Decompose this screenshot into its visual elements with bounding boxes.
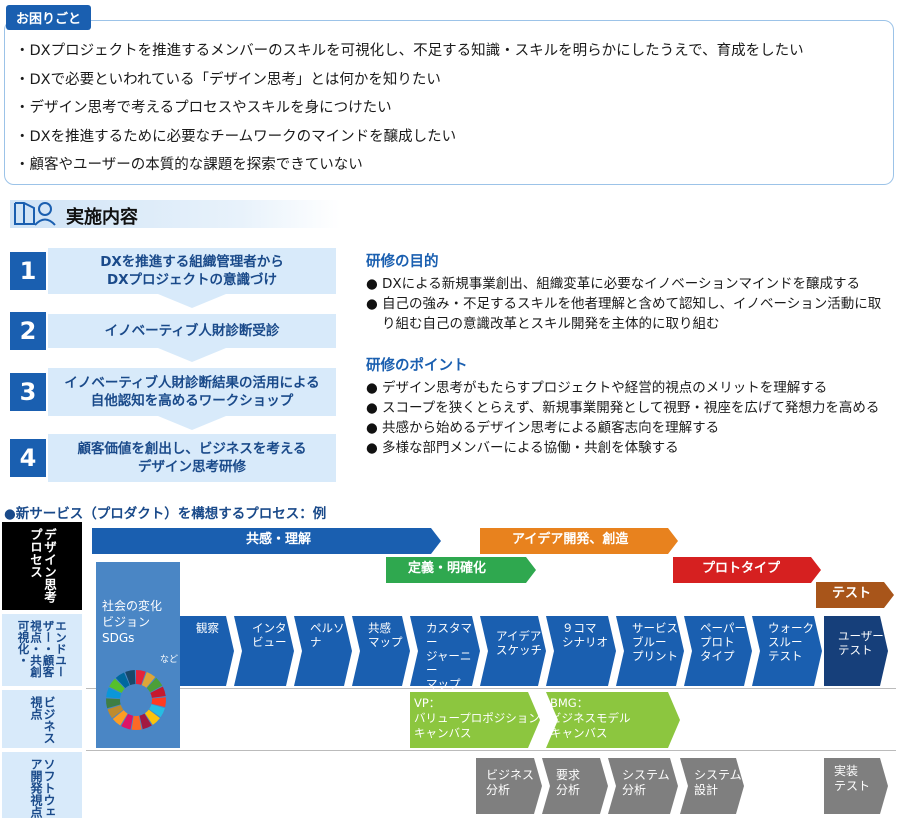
- points-item: 多様な部門メンバーによる協働・共創を体験する: [366, 438, 894, 458]
- step-number: 1: [10, 252, 46, 290]
- section-bar: [10, 200, 340, 228]
- context-note: など: [160, 655, 179, 665]
- user-step: ペルソナ: [310, 621, 345, 649]
- purpose-item: 自己の強み・不足するスキルを他者理解と含めて認知し、イノベーション活動に取り組む…: [366, 294, 894, 334]
- phase-arrows: [92, 528, 894, 608]
- step-arrow: [158, 294, 226, 308]
- step-number: 4: [10, 439, 46, 477]
- context-text: 社会の変化 ビジョン SDGs: [102, 599, 163, 645]
- user-step: ユーザー テスト: [838, 629, 884, 657]
- biz-step: BMG： ビジネスモデル キャンバス: [550, 696, 631, 740]
- sw-step: ビジネス 分析: [486, 768, 535, 797]
- row-label: ビジネス視点: [29, 696, 56, 744]
- trouble-box: ・DXプロジェクトを推進するメンバーのスキルを可視化し、不足する知識・スキルを明…: [4, 20, 894, 185]
- biz-step-shapes: [410, 692, 680, 748]
- trouble-item: ・デザイン思考で考えるプロセスやスキルを身につけたい: [15, 100, 392, 116]
- step-text: 顧客価値を創出し、ビジネスを考える デザイン思考研修: [48, 434, 336, 482]
- section-title: 実施内容: [66, 207, 138, 228]
- step-arrow: [158, 348, 226, 362]
- user-step: ９コマ シナリオ: [562, 621, 608, 649]
- row-label: ソフトウェア開発視点: [29, 758, 56, 818]
- phase-label: プロトタイプ: [702, 561, 781, 576]
- user-step: 共感 マップ: [368, 621, 403, 649]
- sw-step: 実装 テスト: [834, 764, 871, 793]
- phase-label: 定義・明確化: [408, 561, 487, 576]
- user-step-shapes: [180, 616, 888, 686]
- sw-step: システム 設計: [694, 768, 742, 797]
- step-text: イノベーティブ人財診断受診: [48, 314, 336, 348]
- row-divider: [86, 750, 896, 751]
- phase-label: アイデア開発、創造: [512, 532, 629, 547]
- row-label: エンドユーザー・顧客視点・共創可視化・: [16, 620, 69, 678]
- sdgs-wheel-icon: [106, 670, 166, 730]
- trouble-item: ・DXで必要といわれている「デザイン思考」とは何かを知りたい: [15, 71, 441, 88]
- user-step: アイデア スケッチ: [496, 629, 542, 657]
- points-heading: 研修のポイント: [366, 358, 468, 374]
- points-item: デザイン思考がもたらすプロジェクトや経営的視点のメリットを理解する: [366, 378, 894, 398]
- step-arrow: [158, 416, 226, 430]
- user-step: サービス ブルー プリント: [632, 621, 678, 663]
- points-item: スコープを狭くとらえず、新規事業開発として視野・視座を広げて発想力を高める: [366, 398, 894, 418]
- purpose-heading: 研修の目的: [366, 254, 439, 270]
- user-step: ウォーク スルー テスト: [768, 621, 814, 663]
- phase-empathize: [92, 528, 441, 554]
- phase-label: 共感・理解: [246, 532, 312, 547]
- row-divider: [86, 688, 896, 689]
- step-number: 2: [10, 312, 46, 350]
- phase-define: [386, 557, 536, 583]
- sw-step: システム 分析: [622, 768, 670, 797]
- phase-label: テスト: [832, 586, 872, 601]
- points-item: 共感から始めるデザイン思考による顧客志向を理解する: [366, 418, 894, 438]
- step-text: DXを推進する組織管理者から DXプロジェクトの意識づけ: [48, 248, 336, 294]
- purpose-item: DXによる新規事業創出、組織変革に必要なイノベーションマインドを醸成する: [366, 274, 894, 294]
- purpose-list: DXによる新規事業創出、組織変革に必要なイノベーションマインドを醸成する 自己の…: [366, 274, 894, 334]
- step-number: 3: [10, 373, 46, 411]
- phase-test: [816, 582, 894, 608]
- row-label-bg: [2, 614, 82, 686]
- trouble-item: ・顧客やユーザーの本質的な課題を探索できていない: [15, 157, 363, 173]
- user-step: ペーパー プロト タイプ: [700, 621, 746, 663]
- step-text: イノベーティブ人財診断結果の活用による 自他認知を高めるワークショップ: [48, 368, 336, 416]
- row-label-bg: [2, 522, 82, 610]
- points-list: デザイン思考がもたらすプロジェクトや経営的視点のメリットを理解する スコープを狭…: [366, 378, 894, 458]
- row-label-bg: [2, 752, 82, 818]
- process-title: ●新サービス（プロダクト）を構想するプロセス：例: [4, 506, 327, 522]
- trouble-item: ・DXを推進するために必要なチームワークのマインドを醸成したい: [15, 128, 457, 145]
- biz-step: VP： バリュープロポジション キャンバス: [414, 696, 540, 740]
- people-book-icon: [14, 202, 56, 226]
- row-label: デザイン思考プロセス: [28, 528, 57, 603]
- phase-ideate: [480, 528, 678, 554]
- sw-step: 要求 分析: [556, 768, 581, 797]
- user-step: インタ ビュー: [252, 621, 287, 649]
- user-step: カスタマー ジャーニー マップ: [426, 621, 472, 691]
- trouble-tag: お困りごと: [6, 5, 92, 30]
- trouble-item: ・DXプロジェクトを推進するメンバーのスキルを可視化し、不足する知識・スキルを明…: [15, 43, 804, 59]
- sw-step-shapes: [476, 758, 888, 814]
- row-label-bg: [2, 690, 82, 748]
- phase-prototype: [673, 557, 821, 583]
- user-step: 観察: [196, 621, 219, 635]
